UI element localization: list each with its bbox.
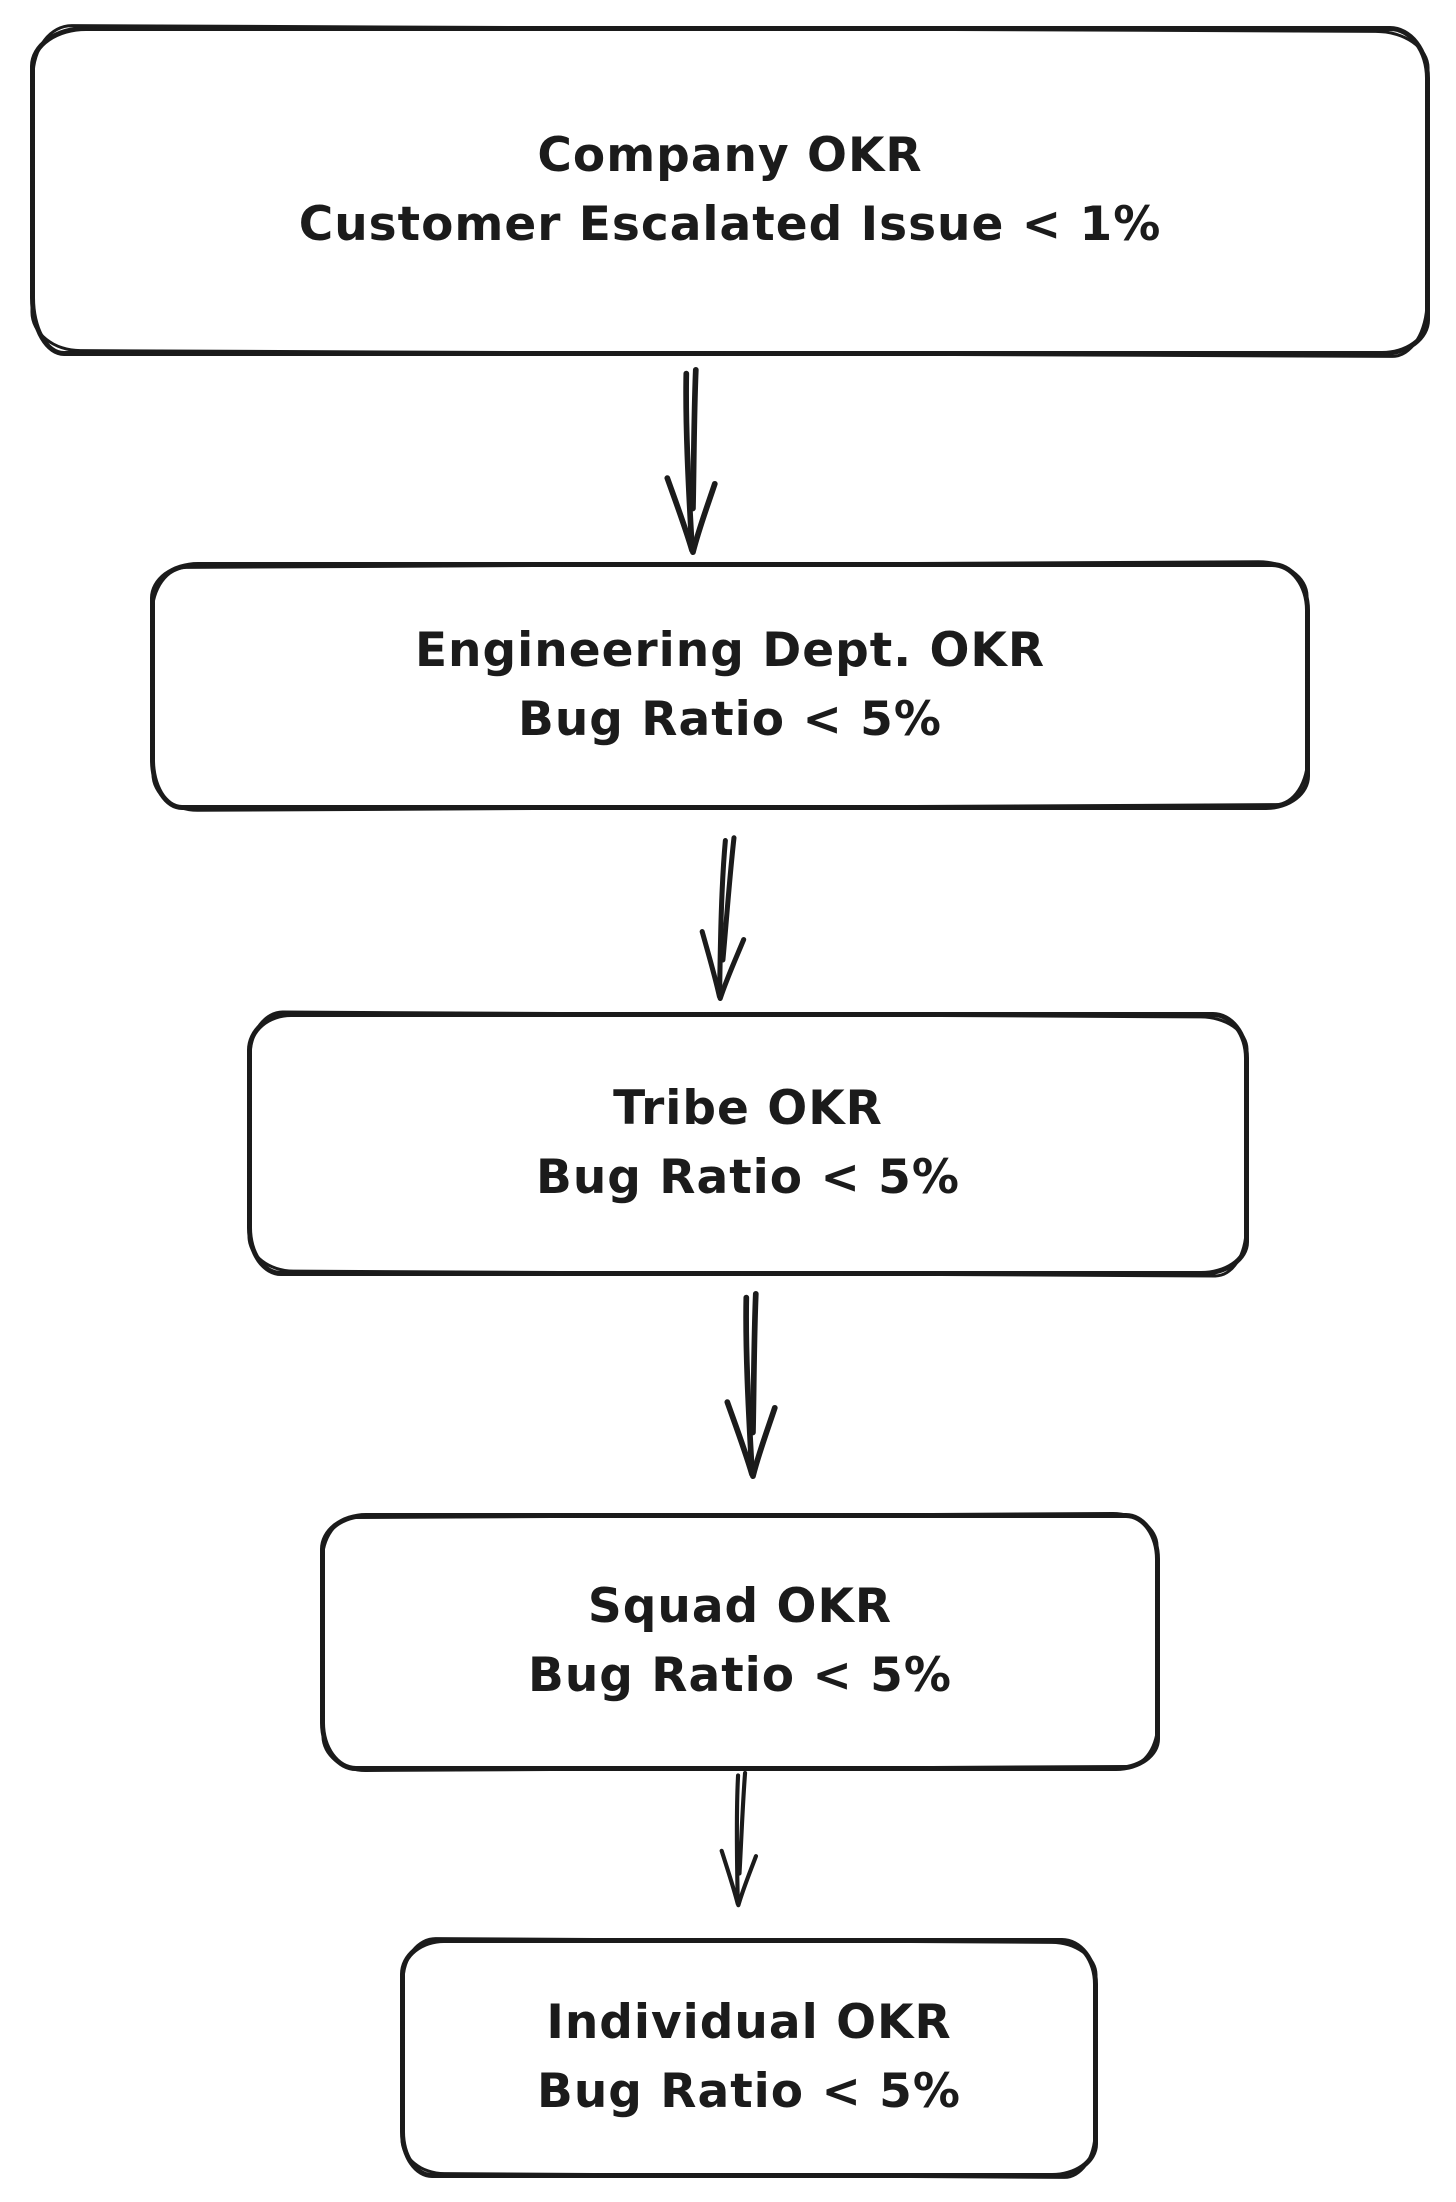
- node-title: Company OKR: [537, 128, 923, 184]
- node-company-okr: Company OKR Customer Escalated Issue < 1…: [30, 26, 1430, 356]
- node-squad-okr: Squad OKR Bug Ratio < 5%: [320, 1513, 1160, 1771]
- arrow-down-icon: [652, 366, 732, 556]
- node-tribe-okr: Tribe OKR Bug Ratio < 5%: [247, 1012, 1249, 1276]
- node-title: Individual OKR: [546, 1995, 952, 2051]
- node-metric: Bug Ratio < 5%: [528, 1648, 952, 1703]
- node-metric: Bug Ratio < 5%: [537, 2064, 961, 2119]
- arrow-down-icon: [679, 831, 771, 1004]
- node-title: Squad OKR: [587, 1579, 893, 1635]
- node-metric: Bug Ratio < 5%: [518, 692, 942, 747]
- node-metric: Bug Ratio < 5%: [536, 1150, 960, 1205]
- node-title: Tribe OKR: [613, 1081, 883, 1137]
- node-metric: Customer Escalated Issue < 1%: [298, 197, 1162, 252]
- node-title: Engineering Dept. OKR: [414, 623, 1046, 679]
- node-engineering-dept-okr: Engineering Dept. OKR Bug Ratio < 5%: [150, 562, 1310, 810]
- node-individual-okr: Individual OKR Bug Ratio < 5%: [400, 1938, 1098, 2178]
- arrow-down-icon: [698, 1769, 783, 1910]
- arrow-down-icon: [712, 1290, 792, 1480]
